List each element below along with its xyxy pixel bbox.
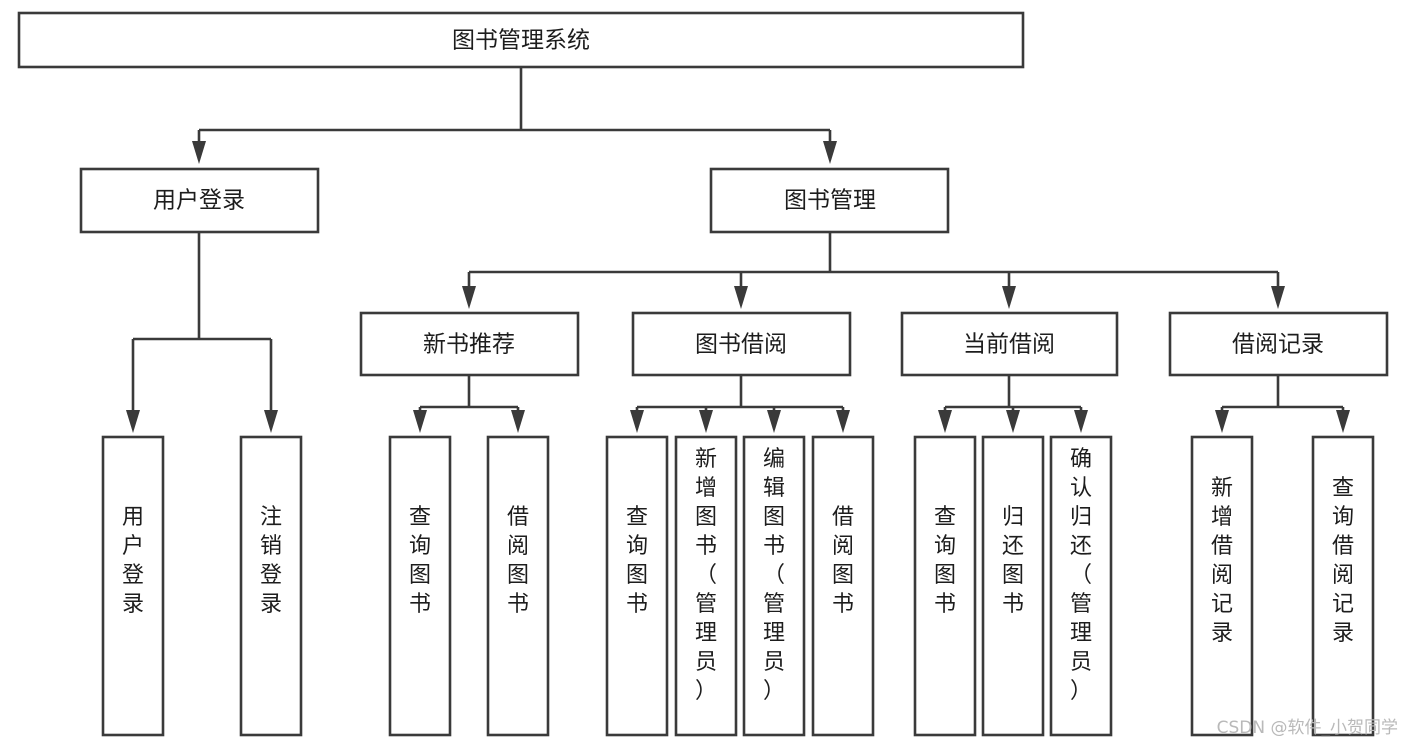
arrow-book-borrow bbox=[734, 286, 748, 309]
leaf-node[interactable]: 新增图书（管理员） bbox=[674, 435, 738, 737]
csdn-watermark: CSDN @软件_小贺同学 bbox=[1217, 718, 1398, 738]
node-new-book-recommend[interactable]: 新书推荐 bbox=[359, 311, 580, 377]
leaf-newbook-borrow-label: 借阅图书 bbox=[507, 505, 529, 617]
leaf-logout-label: 注销登录 bbox=[260, 505, 282, 617]
node-book-borrow-label: 图书借阅 bbox=[695, 332, 787, 358]
node-new-book-recommend-label: 新书推荐 bbox=[423, 332, 515, 358]
leaf-bookborrow-add-label: 新增图书（管理员） bbox=[695, 447, 717, 704]
connector-newbook-to-leaves bbox=[413, 375, 525, 433]
leaf-node[interactable]: 借阅图书 bbox=[486, 435, 550, 737]
node-current-borrow-label: 当前借阅 bbox=[963, 332, 1055, 358]
leaf-borrowrecord-add-box[interactable] bbox=[1190, 435, 1254, 737]
leaf-node[interactable]: 归还图书 bbox=[981, 435, 1045, 737]
arrow-bookborrow-leaf3 bbox=[767, 410, 781, 433]
connector-bookborrow-to-leaves bbox=[630, 375, 850, 433]
arrow-bookborrow-leaf4 bbox=[836, 410, 850, 433]
arrow-newbook-leaf1 bbox=[413, 410, 427, 433]
leaf-newbook-query-box[interactable] bbox=[388, 435, 452, 737]
leaf-bookborrow-add-box[interactable] bbox=[674, 435, 738, 737]
connector-userlogin-to-leaves bbox=[126, 232, 278, 433]
leaf-node[interactable]: 确认归还（管理员） bbox=[1049, 435, 1113, 737]
node-book-borrow[interactable]: 图书借阅 bbox=[631, 311, 852, 377]
arrow-borrowrecord-leaf2 bbox=[1336, 410, 1350, 433]
node-root[interactable]: 图书管理系统 bbox=[17, 11, 1025, 69]
leaf-currentborrow-return-label: 归还图书 bbox=[1002, 505, 1024, 617]
connector-root-to-level2 bbox=[192, 67, 837, 164]
leaf-user-login-label: 用户登录 bbox=[122, 505, 144, 617]
node-borrow-record-label: 借阅记录 bbox=[1232, 332, 1324, 358]
leaf-currentborrow-confirm-label: 确认归还（管理员） bbox=[1070, 447, 1092, 704]
node-current-borrow[interactable]: 当前借阅 bbox=[900, 311, 1119, 377]
node-root-label: 图书管理系统 bbox=[452, 28, 590, 54]
arrow-book-mgmt bbox=[823, 141, 837, 164]
arrow-current-borrow bbox=[1002, 286, 1016, 309]
leaf-currentborrow-query-box[interactable] bbox=[913, 435, 977, 737]
arrow-userlogin-leaf1 bbox=[126, 410, 140, 433]
leaf-currentborrow-confirm-box[interactable] bbox=[1049, 435, 1113, 737]
arrow-userlogin-leaf2 bbox=[264, 410, 278, 433]
arrow-bookborrow-leaf1 bbox=[630, 410, 644, 433]
node-book-management[interactable]: 图书管理 bbox=[709, 167, 950, 234]
arrow-currentborrow-leaf2 bbox=[1006, 410, 1020, 433]
arrow-currentborrow-leaf3 bbox=[1074, 410, 1088, 433]
leaf-node[interactable]: 查询图书 bbox=[605, 435, 669, 737]
connector-currentborrow-to-leaves bbox=[938, 375, 1088, 433]
connector-borrowrecord-to-leaves bbox=[1215, 375, 1350, 433]
arrow-newbook-leaf2 bbox=[511, 410, 525, 433]
arrow-new-book bbox=[462, 286, 476, 309]
leaf-currentborrow-return-box[interactable] bbox=[981, 435, 1045, 737]
node-book-management-box[interactable] bbox=[709, 167, 950, 234]
leaf-newbook-query-label: 查询图书 bbox=[409, 505, 431, 617]
leaf-currentborrow-query-label: 查询图书 bbox=[934, 505, 956, 617]
node-book-management-label: 图书管理 bbox=[784, 188, 876, 214]
leaf-node[interactable]: 查询图书 bbox=[388, 435, 452, 737]
leaf-bookborrow-borrow-box[interactable] bbox=[811, 435, 875, 737]
arrow-bookborrow-leaf2 bbox=[699, 410, 713, 433]
node-current-borrow-box[interactable] bbox=[900, 311, 1119, 377]
leaf-bookborrow-query-label: 查询图书 bbox=[626, 505, 648, 617]
leaf-node[interactable]: 注销登录 bbox=[239, 435, 303, 737]
node-user-login-box[interactable] bbox=[79, 167, 320, 234]
leaf-node[interactable]: 新增借阅记录 bbox=[1190, 435, 1254, 737]
node-user-login-label: 用户登录 bbox=[153, 188, 245, 214]
arrow-borrowrecord-leaf1 bbox=[1215, 410, 1229, 433]
node-new-book-recommend-box[interactable] bbox=[359, 311, 580, 377]
node-book-borrow-box[interactable] bbox=[631, 311, 852, 377]
arrow-currentborrow-leaf1 bbox=[938, 410, 952, 433]
leaf-bookborrow-query-box[interactable] bbox=[605, 435, 669, 737]
leaf-bookborrow-borrow-label: 借阅图书 bbox=[832, 505, 854, 617]
leaf-user-login-box[interactable] bbox=[101, 435, 165, 737]
leaf-borrowrecord-add-label: 新增借阅记录 bbox=[1211, 476, 1233, 646]
leaf-borrowrecord-query-box[interactable] bbox=[1311, 435, 1375, 737]
node-borrow-record[interactable]: 借阅记录 bbox=[1168, 311, 1389, 377]
leaf-node[interactable]: 用户登录 bbox=[101, 435, 165, 737]
leaf-bookborrow-edit-label: 编辑图书（管理员） bbox=[763, 447, 785, 704]
leaf-newbook-borrow-box[interactable] bbox=[486, 435, 550, 737]
node-user-login[interactable]: 用户登录 bbox=[79, 167, 320, 234]
leaf-borrowrecord-query-label: 查询借阅记录 bbox=[1332, 476, 1354, 646]
leaf-node[interactable]: 编辑图书（管理员） bbox=[742, 435, 806, 737]
leaf-node[interactable]: 借阅图书 bbox=[811, 435, 875, 737]
node-borrow-record-box[interactable] bbox=[1168, 311, 1389, 377]
leaf-bookborrow-edit-box[interactable] bbox=[742, 435, 806, 737]
arrow-user-login bbox=[192, 141, 206, 164]
node-root-box[interactable] bbox=[17, 11, 1025, 69]
arrow-borrow-record bbox=[1271, 286, 1285, 309]
connector-bookmgmt-to-level3 bbox=[462, 232, 1285, 309]
leaf-node[interactable]: 查询图书 bbox=[913, 435, 977, 737]
leaf-node[interactable]: 查询借阅记录 bbox=[1311, 435, 1375, 737]
leaf-logout-box[interactable] bbox=[239, 435, 303, 737]
